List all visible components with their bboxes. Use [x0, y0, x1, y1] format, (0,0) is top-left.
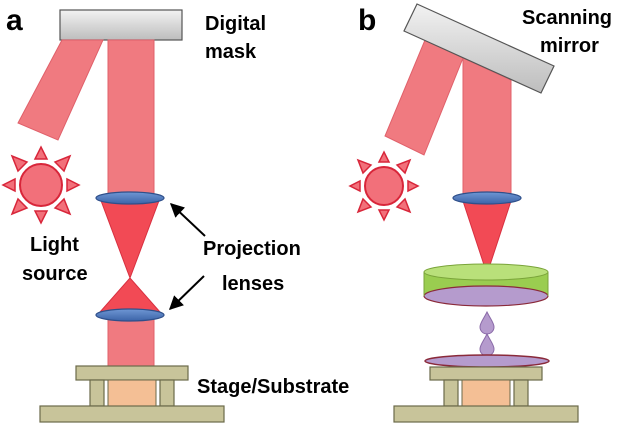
digital-mask-label-line1: Digital [205, 13, 266, 35]
scan-beam-b [462, 57, 512, 197]
projection-lens-lower [95, 308, 165, 322]
projection-beam-upper-a [107, 39, 155, 197]
panel-a-letter: a [6, 4, 23, 37]
digital-mask-label-line2: mask [205, 41, 257, 63]
substrate-b [461, 379, 511, 407]
droplet-lower [479, 332, 495, 357]
scanning-mirror-label-line2: mirror [540, 35, 599, 57]
arrow-to-lower-lens [168, 275, 205, 310]
stage-a [39, 365, 225, 423]
deposited-film [424, 354, 550, 368]
stage-substrate-label: Stage/Substrate [197, 376, 349, 398]
panel-b: b [348, 3, 612, 423]
substrate-a [107, 379, 157, 407]
digital-mask [59, 9, 183, 41]
panel-a: a [1, 4, 349, 423]
converging-cone [99, 197, 161, 280]
arrow-to-upper-lens [169, 203, 206, 237]
light-source-label-line1: Light [30, 234, 79, 256]
focusing-lens-b [452, 191, 522, 205]
light-source-icon-b [348, 150, 420, 222]
incident-beam-a [17, 39, 104, 141]
projection-lenses-label-line2: lenses [222, 273, 284, 295]
incident-beam-b [384, 39, 464, 156]
light-source-icon [1, 145, 81, 225]
projection-lens-upper [95, 191, 165, 205]
projection-lenses-label-line1: Projection [203, 238, 301, 260]
projection-beam-lower-a [107, 315, 155, 369]
scanning-mirror-label-line1: Scanning [522, 7, 612, 29]
stage-b [393, 366, 579, 423]
scanning-mirror [403, 3, 555, 94]
focusing-cone-b [461, 197, 513, 276]
light-source-label-line2: source [22, 263, 88, 285]
panel-b-letter: b [358, 4, 376, 37]
droplet-upper [479, 310, 495, 335]
resin-vat [423, 263, 549, 307]
diverging-cone [98, 277, 162, 313]
